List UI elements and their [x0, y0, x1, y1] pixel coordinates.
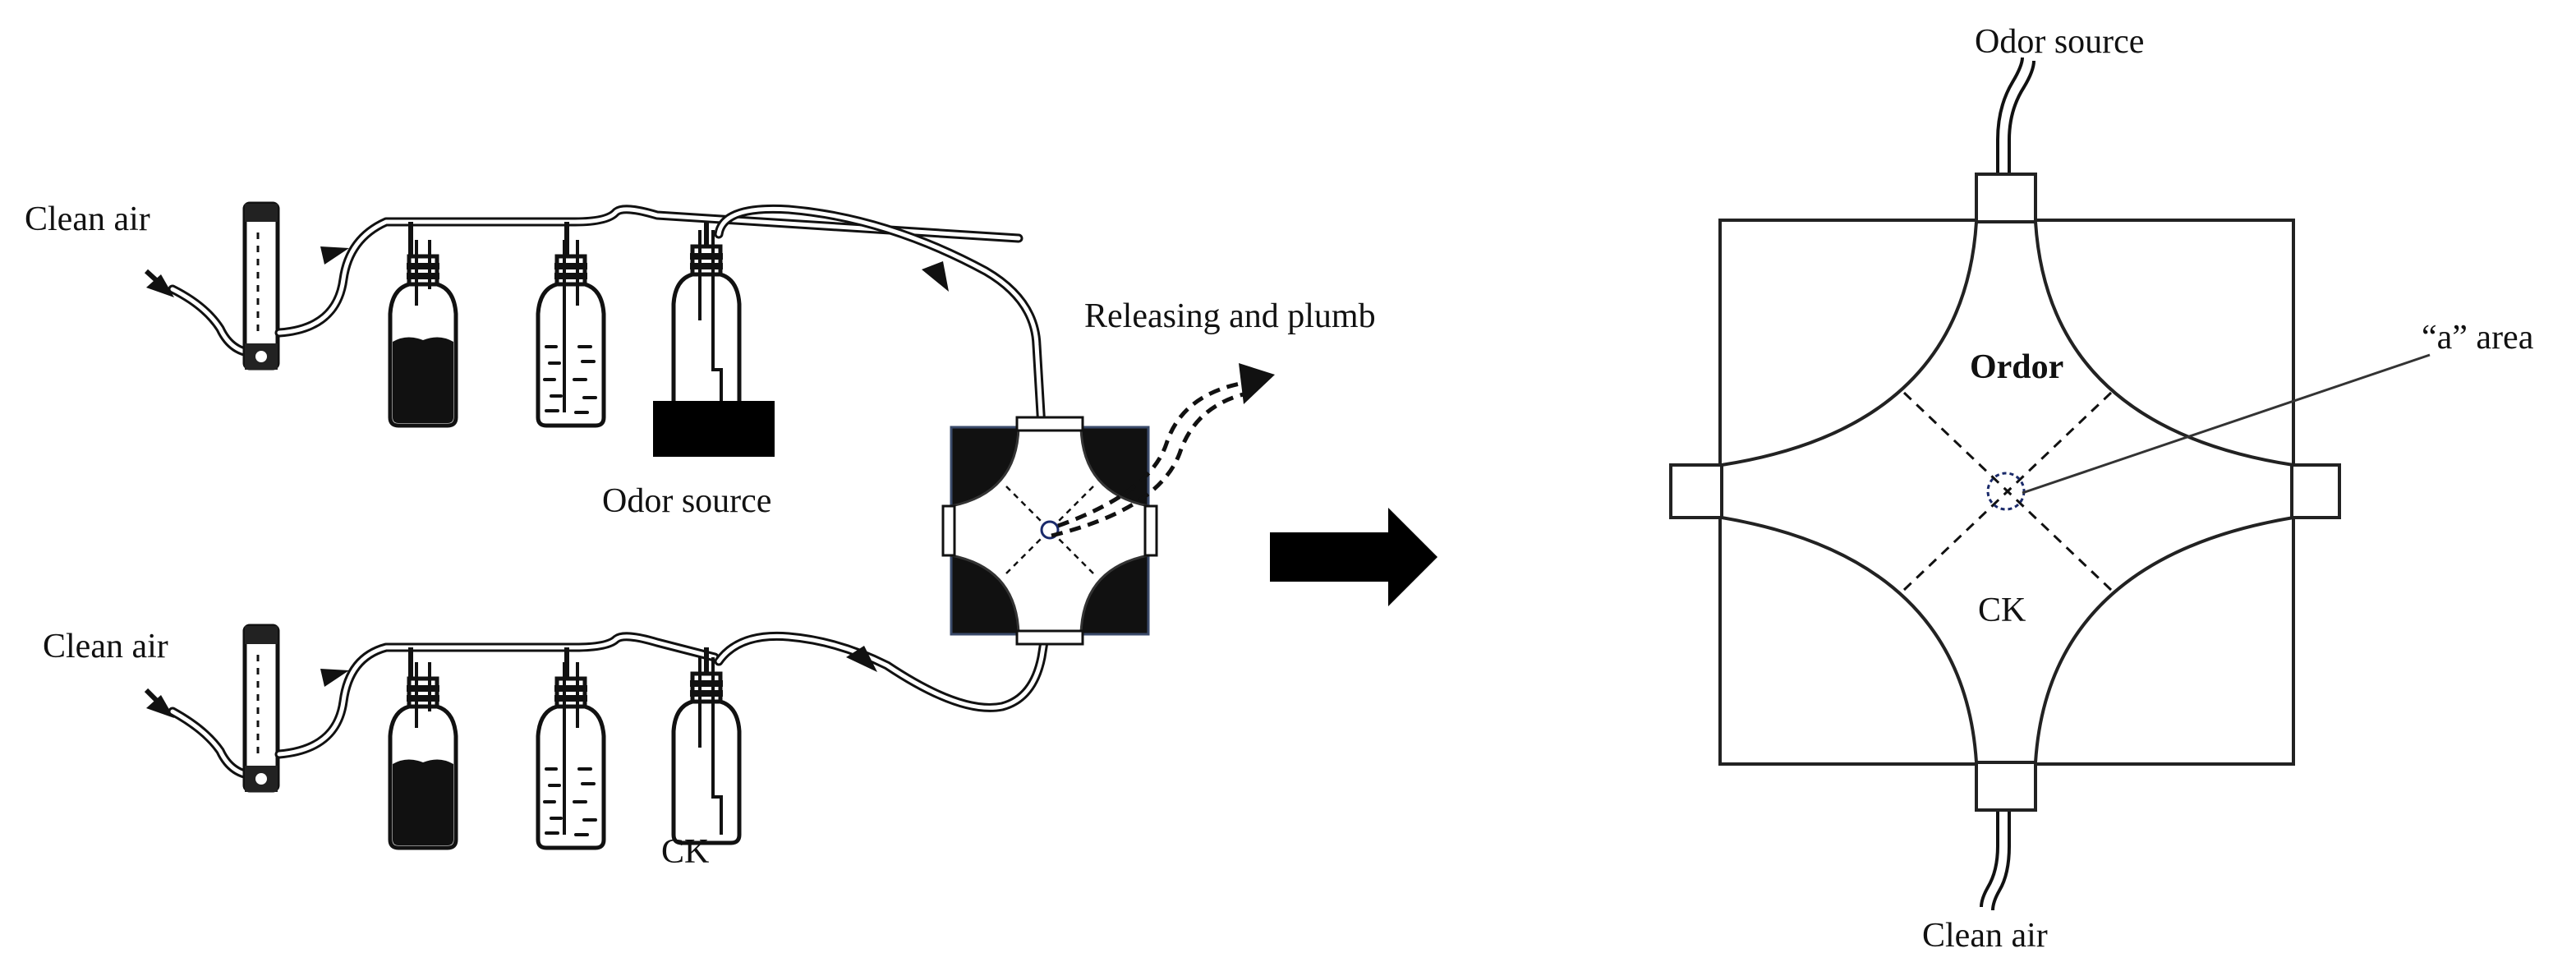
- right-port: [2290, 463, 2341, 519]
- bottom-chamber-bottle: [674, 657, 739, 843]
- a-area-label: “a” area: [2422, 319, 2534, 357]
- top-outlet-arrow-icon: [922, 261, 949, 292]
- odor-source-label: Odor source: [602, 482, 771, 520]
- left-port: [1669, 463, 1723, 519]
- releasing-and-plumb-label: Releasing and plumb: [1084, 297, 1376, 335]
- top-chamber-bottle: [674, 230, 739, 416]
- a-area-leader-line: [2022, 353, 2431, 495]
- bottom-outlet-tube: [714, 631, 1050, 712]
- odor-source-block: [653, 401, 775, 457]
- top-port: [1975, 173, 2037, 223]
- ck-zone-label: CK: [1978, 592, 2026, 629]
- top-water-bottle: [538, 240, 604, 426]
- top-flowmeter: [245, 204, 278, 370]
- right-odor-source-label: Odor source: [1975, 23, 2144, 61]
- bottom-water-bottle: [538, 662, 604, 848]
- top-clean-air-label: Clean air: [25, 200, 150, 238]
- bottom-flow-arrow-icon: [320, 669, 349, 687]
- bottom-clean-air-label: Clean air: [43, 628, 168, 665]
- bottom-charcoal-bottle: [390, 662, 456, 848]
- top-flow-arrow-icon: [320, 246, 349, 265]
- top-outlet-tube: [714, 204, 1046, 432]
- bottom-port: [1975, 761, 2037, 812]
- top-inlet-arrow-icon: [144, 269, 174, 297]
- right-clean-air-label: Clean air: [1922, 917, 2048, 955]
- top-charcoal-bottle: [390, 240, 456, 426]
- transition-arrow-icon: [1270, 508, 1438, 606]
- ck-label-left: CK: [661, 833, 709, 871]
- bottom-inlet-arrow-icon: [144, 688, 174, 718]
- top-air-train: Clean air Odor source: [25, 200, 1046, 520]
- bottom-air-train: Clean air CK: [43, 626, 1050, 871]
- ordor-zone-label: Ordor: [1970, 348, 2063, 386]
- exhaust-arrow-icon: [1051, 363, 1275, 538]
- bottom-outlet-arrow-icon: [846, 646, 877, 672]
- bottom-flowmeter: [245, 626, 278, 792]
- enlarged-olfactometer-arena: [1669, 57, 2431, 911]
- small-olfactometer-arena: [941, 416, 1158, 646]
